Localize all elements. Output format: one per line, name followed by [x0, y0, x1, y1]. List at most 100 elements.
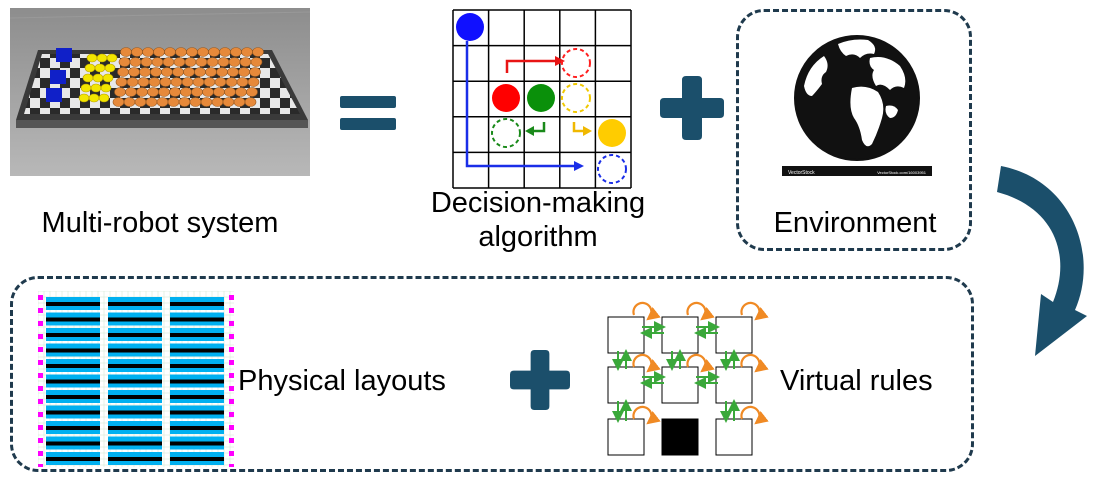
yellow-robot — [88, 93, 100, 103]
orange-robot — [211, 97, 224, 107]
plus-icon — [660, 76, 724, 140]
decision-label-line2: algorithm — [478, 221, 598, 253]
orange-robot — [208, 47, 220, 57]
orange-robot — [151, 57, 164, 67]
yellow-robot — [100, 83, 112, 93]
orange-robot — [136, 87, 148, 97]
orange-robot — [183, 67, 195, 77]
orange-robot — [202, 87, 214, 97]
orange-robot — [167, 97, 180, 107]
orange-robot — [230, 47, 242, 57]
orange-robot — [164, 47, 176, 57]
physical-layout-diagram — [38, 291, 234, 467]
orange-robot — [194, 67, 206, 77]
orange-robot — [250, 57, 263, 67]
orange-robot — [216, 67, 228, 77]
orange-robot — [252, 47, 264, 57]
orange-robot — [203, 77, 216, 87]
orange-robot — [238, 67, 250, 77]
orange-robot — [219, 47, 231, 57]
rule-cell — [661, 418, 699, 456]
orange-robot — [114, 87, 126, 97]
orange-robot — [192, 77, 205, 87]
physical-layouts-label: Physical layouts — [238, 365, 446, 397]
orange-robot — [148, 77, 161, 87]
multi-robot-simulation-image — [10, 8, 310, 176]
globe-caption-right: VectorStock.com/16003951 — [877, 170, 927, 175]
decision-grid-diagram — [452, 9, 632, 189]
orange-robot — [145, 97, 158, 107]
orange-robot — [241, 47, 253, 57]
yellow-robot — [80, 83, 92, 93]
yellow-robot — [98, 93, 110, 103]
orange-robot — [162, 57, 175, 67]
orange-robot — [191, 87, 203, 97]
orange-robot — [213, 87, 225, 97]
decision-label-line1: Decision-making — [430, 187, 646, 219]
yellow-robot — [82, 73, 94, 83]
rule-cell — [661, 316, 699, 354]
orange-robot — [142, 47, 154, 57]
curved-arrow-icon — [997, 166, 1087, 356]
orange-robot — [123, 97, 136, 107]
yellow-robot — [102, 73, 114, 83]
blue-robot — [50, 70, 66, 84]
orange-robot — [184, 57, 197, 67]
orange-robot — [247, 77, 260, 87]
orange-robot — [181, 77, 194, 87]
yellow-robot — [86, 53, 98, 63]
orange-robot — [246, 87, 258, 97]
orange-robot — [189, 97, 202, 107]
yellow-robot — [96, 53, 108, 63]
yellow-robot — [106, 53, 118, 63]
orange-robot — [137, 77, 150, 87]
orange-robot — [159, 77, 172, 87]
orange-robot — [180, 87, 192, 97]
orange-robot — [178, 97, 191, 107]
orange-robot — [117, 67, 129, 77]
virtual-rules-label: Virtual rules — [780, 365, 933, 397]
orange-robot — [186, 47, 198, 57]
orange-robot — [200, 97, 213, 107]
orange-robot — [205, 67, 217, 77]
orange-robot — [173, 57, 186, 67]
orange-robot — [134, 97, 147, 107]
orange-robot — [112, 97, 125, 107]
orange-robot — [249, 67, 261, 77]
orange-robot — [244, 97, 257, 107]
orange-robot — [233, 97, 246, 107]
orange-robot — [227, 67, 239, 77]
rule-cell — [715, 418, 753, 456]
orange-robot — [118, 57, 131, 67]
orange-robot — [235, 87, 247, 97]
orange-robot — [172, 67, 184, 77]
yellow-robot — [90, 83, 102, 93]
blue-robot — [46, 88, 62, 102]
environment-box — [736, 9, 972, 251]
orange-robot — [222, 97, 235, 107]
orange-robot — [129, 57, 142, 67]
orange-robot — [161, 67, 173, 77]
orange-robot — [225, 77, 238, 87]
multi-robot-label: Multi-robot system — [41, 207, 279, 239]
orange-robot — [224, 87, 236, 97]
orange-robot — [158, 87, 170, 97]
virtual-rules-diagram — [607, 301, 769, 456]
yellow-robot — [94, 63, 106, 73]
rule-cell — [661, 366, 699, 404]
rule-cell — [715, 316, 753, 354]
orange-robot — [217, 57, 230, 67]
globe-icon: VectorStock VectorStock.com/16003951 — [782, 35, 932, 176]
orange-robot — [170, 77, 183, 87]
yellow-robot — [78, 93, 90, 103]
rule-cell — [607, 418, 645, 456]
yellow-robot — [84, 63, 96, 73]
rule-cell — [607, 366, 645, 404]
rule-cell — [715, 366, 753, 404]
orange-robot — [195, 57, 208, 67]
orange-robot — [140, 57, 153, 67]
orange-robot — [153, 47, 165, 57]
bottom-dashed-box — [10, 276, 974, 472]
globe-caption-left: VectorStock — [788, 170, 815, 176]
blue-robot — [56, 48, 72, 62]
